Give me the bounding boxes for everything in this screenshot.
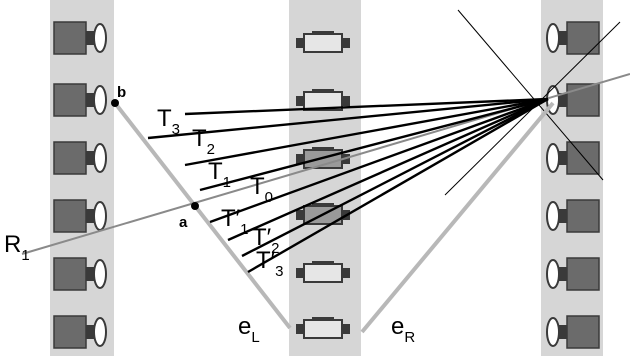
label-t2-prime: T′2	[252, 224, 280, 257]
point-a	[191, 202, 199, 210]
camera-mount-right	[342, 268, 350, 278]
camera-mount-left	[296, 210, 304, 220]
camera-lens	[546, 317, 560, 347]
camera-mount-right	[342, 324, 350, 334]
camera-mount	[86, 151, 96, 165]
camera-mount	[557, 209, 567, 223]
camera-icon	[296, 89, 350, 111]
camera-mount-right	[342, 38, 350, 48]
right-camera-column	[541, 0, 603, 356]
camera-icon	[546, 21, 600, 55]
ray-fan	[147, 97, 549, 274]
camera-mount	[557, 325, 567, 339]
label-t3-prime: T′3	[256, 247, 284, 280]
ray-line	[184, 97, 549, 167]
label-el: eL	[238, 313, 260, 346]
camera-mount-left	[296, 324, 304, 334]
camera-body	[566, 199, 600, 233]
camera-lens	[546, 259, 560, 289]
camera-icon	[53, 83, 107, 117]
camera-mount	[86, 267, 96, 281]
ray-line	[241, 97, 549, 258]
camera-lens	[93, 143, 107, 173]
camera-icon	[53, 141, 107, 175]
camera-body	[53, 141, 87, 175]
ray-line	[184, 97, 549, 116]
ray-line	[147, 97, 549, 140]
label-t2: T2	[192, 125, 215, 158]
camera-body	[303, 319, 343, 339]
camera-icon	[53, 315, 107, 349]
ray-line	[227, 97, 549, 242]
label-t3: T3	[157, 105, 180, 138]
camera-icon	[53, 199, 107, 233]
camera-mount	[557, 267, 567, 281]
camera-lens	[93, 201, 107, 231]
camera-icon	[53, 21, 107, 55]
camera-icon	[296, 261, 350, 283]
camera-body	[53, 199, 87, 233]
camera-lens	[93, 23, 107, 53]
camera-mount	[86, 325, 96, 339]
camera-body	[303, 263, 343, 283]
label-t1: T1	[208, 158, 231, 191]
camera-body	[53, 21, 87, 55]
cross-line-1	[457, 9, 604, 181]
camera-mount-left	[296, 154, 304, 164]
camera-icon	[546, 199, 600, 233]
camera-mount	[86, 93, 96, 107]
label-r1: R1	[4, 231, 30, 264]
left-cameras	[53, 21, 107, 349]
camera-mount-left	[296, 96, 304, 106]
camera-mount-right	[342, 96, 350, 106]
camera-icon	[546, 141, 600, 175]
camera-icon	[546, 315, 600, 349]
camera-icon	[296, 317, 350, 339]
epipolar-line-left	[113, 101, 292, 330]
camera-lens	[546, 201, 560, 231]
label-t0: T0	[250, 173, 273, 206]
camera-mount	[86, 209, 96, 223]
camera-body	[566, 257, 600, 291]
label-t1-prime: T′1	[221, 205, 249, 238]
camera-body	[53, 257, 87, 291]
label-er: eR	[391, 313, 415, 346]
camera-icon	[546, 257, 600, 291]
camera-mount	[557, 151, 567, 165]
middle-camera-column	[289, 0, 361, 356]
left-camera-column	[50, 0, 114, 356]
camera-mount	[86, 31, 96, 45]
camera-lens	[546, 23, 560, 53]
camera-body	[566, 315, 600, 349]
camera-body	[566, 21, 600, 55]
epipolar-line-right	[360, 101, 555, 334]
camera-body	[53, 315, 87, 349]
ray-line	[209, 97, 549, 224]
label-a: a	[179, 214, 188, 231]
camera-body	[303, 33, 343, 53]
camera-mount	[557, 31, 567, 45]
ray-line	[199, 97, 549, 192]
point-b	[111, 99, 119, 107]
camera-mount	[557, 93, 567, 107]
camera-body	[53, 83, 87, 117]
camera-icon	[296, 31, 350, 53]
camera-icon	[546, 83, 600, 117]
camera-lens	[546, 143, 560, 173]
ray-line	[247, 97, 549, 274]
label-b: b	[117, 84, 126, 101]
camera-lens	[93, 317, 107, 347]
camera-mount-left	[296, 38, 304, 48]
camera-lens	[93, 259, 107, 289]
camera-mount-left	[296, 268, 304, 278]
camera-icon	[53, 257, 107, 291]
camera-lens	[93, 85, 107, 115]
